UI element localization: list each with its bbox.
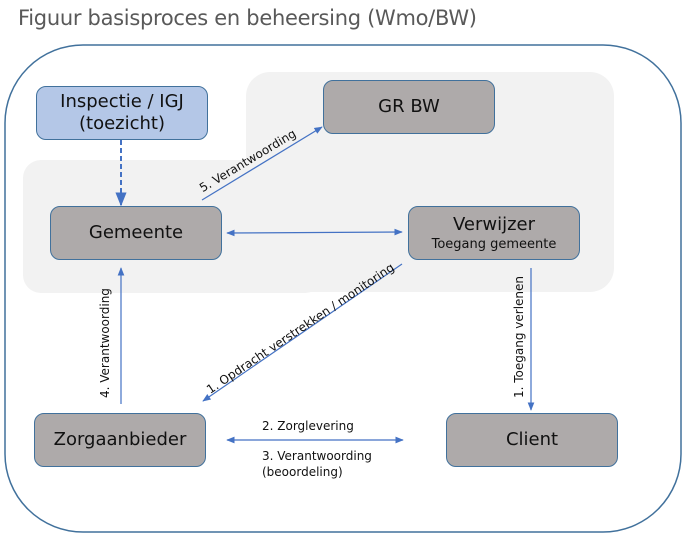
arrow-gemeente-to-grbw bbox=[201, 126, 323, 201]
figure-title: Figuur basisproces en beheersing (Wmo/BW… bbox=[18, 6, 477, 30]
edge-label-toegang-verlenen: 1. Toegang verlenen bbox=[512, 275, 526, 398]
node-verwijzer-sub: Toegang gemeente bbox=[431, 236, 557, 252]
edge-label-verantwoording-gemeente: 4. Verantwoording bbox=[98, 288, 112, 398]
node-gemeente-label: Gemeente bbox=[88, 222, 184, 243]
arrow-gemeente-verwijzer bbox=[226, 228, 403, 237]
node-client-label: Client bbox=[505, 429, 559, 450]
node-zorgaanbieder[interactable]: Zorgaanbieder bbox=[34, 413, 206, 467]
node-gemeente[interactable]: Gemeente bbox=[50, 206, 222, 260]
node-client[interactable]: Client bbox=[446, 413, 618, 467]
node-inspectie-line1: Inspectie / IGJ bbox=[60, 91, 184, 112]
node-verwijzer-label: Verwijzer bbox=[452, 213, 536, 235]
node-inspectie-line2: (toezicht) bbox=[78, 113, 165, 134]
outer-frame bbox=[4, 44, 682, 533]
edge-label-zorglevering: 2. Zorglevering bbox=[262, 419, 354, 433]
edge-label-beoordeling: (beoordeling) bbox=[262, 465, 343, 479]
node-zorgaanbieder-label: Zorgaanbieder bbox=[53, 429, 187, 450]
node-gr-bw[interactable]: GR BW bbox=[323, 80, 495, 134]
arrow-verwijzer-to-zorgaanbieder bbox=[202, 263, 403, 402]
edge-label-verantwoording-client: 3. Verantwoording bbox=[262, 449, 372, 463]
node-gr-bw-label: GR BW bbox=[378, 96, 440, 117]
node-inspectie[interactable]: Inspectie / IGJ (toezicht) bbox=[36, 86, 208, 140]
node-verwijzer[interactable]: Verwijzer Toegang gemeente bbox=[408, 206, 580, 260]
